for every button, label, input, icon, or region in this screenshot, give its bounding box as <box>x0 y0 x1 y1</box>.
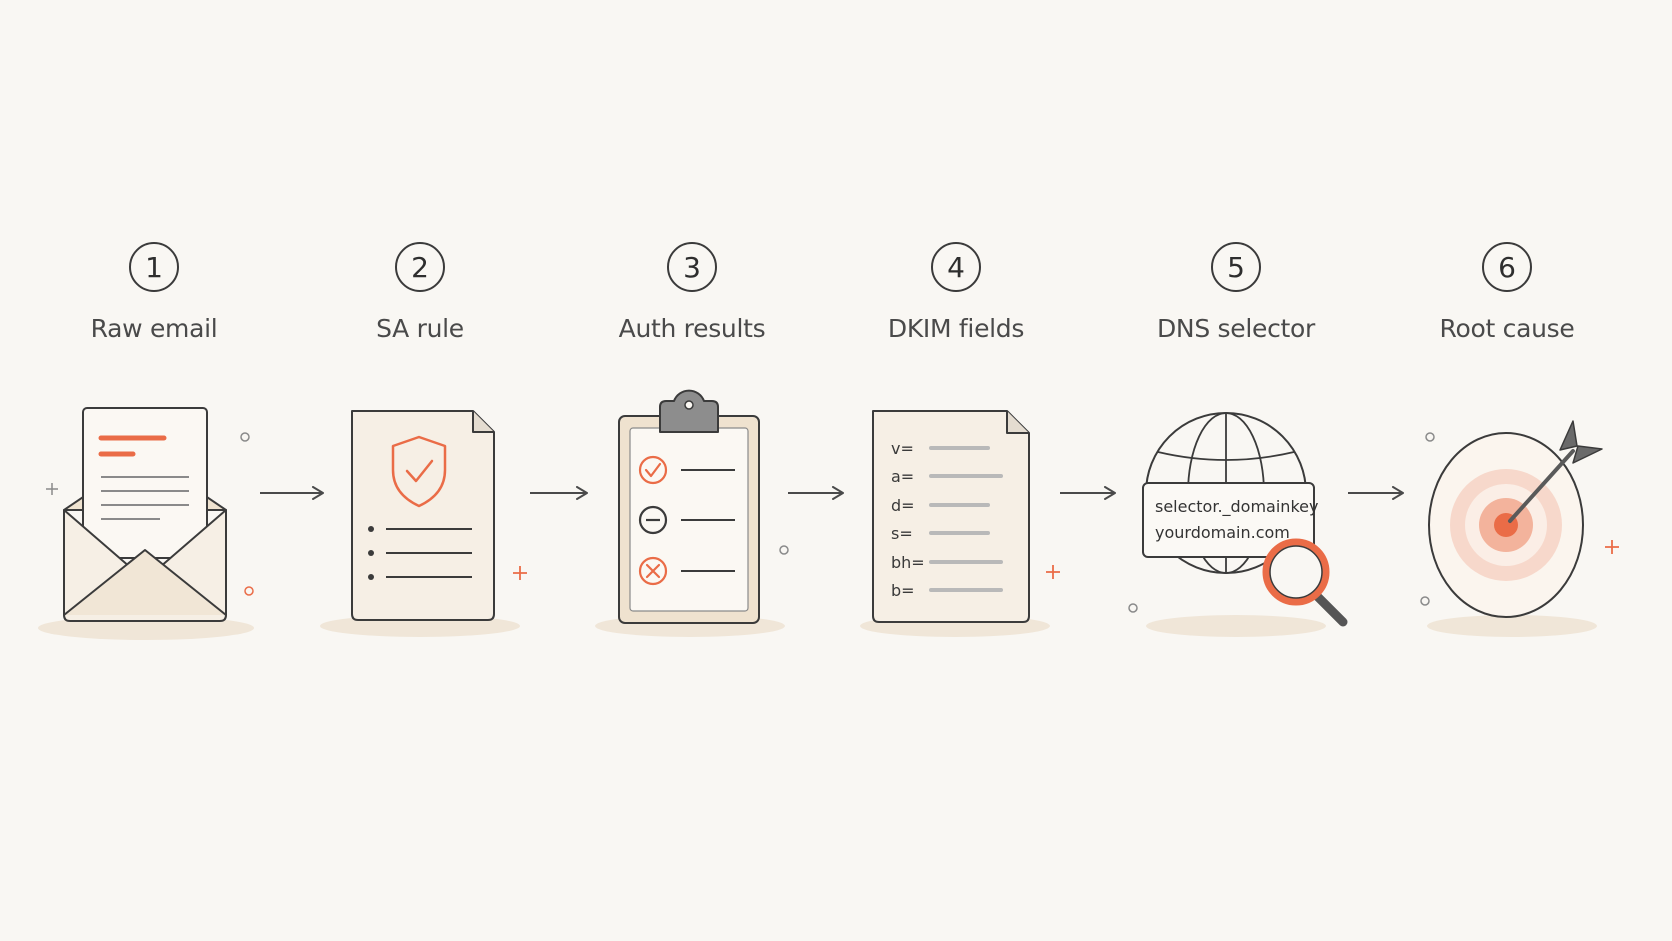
dkim-field-label: s= <box>891 524 913 543</box>
step-number: 1 <box>129 242 179 292</box>
step-1: 1 Raw email <box>34 242 274 343</box>
step-number: 2 <box>395 242 445 292</box>
step-3: 3 Auth results <box>572 242 812 343</box>
step-4: 4 DKIM fields <box>836 242 1076 343</box>
step-label: SA rule <box>376 314 464 343</box>
dkim-field-label: a= <box>891 467 914 486</box>
dkim-document-icon: v= a= d= s= bh= b= <box>872 410 1030 623</box>
dkim-field-label: d= <box>891 496 915 515</box>
step-2: 2 SA rule <box>300 242 540 343</box>
dns-record-selector: selector._domainkey <box>1155 497 1318 517</box>
step-label: Auth results <box>618 314 766 343</box>
step-number: 3 <box>667 242 717 292</box>
step-label: DNS selector <box>1156 314 1316 343</box>
ground-shadow <box>1146 615 1326 637</box>
shield-document-icon <box>351 410 495 621</box>
step-label: Raw email <box>90 314 218 343</box>
dkim-field-label: v= <box>891 439 914 458</box>
step-5: 5 DNS selector <box>1116 242 1356 343</box>
clipboard-checklist-icon <box>618 389 760 624</box>
step-label: DKIM fields <box>887 314 1025 343</box>
globe-search-icon: selector._domainkey yourdomain.com <box>1142 412 1348 627</box>
step-label: Root cause <box>1439 314 1575 343</box>
decorative-sparkles <box>46 432 1619 613</box>
target-dart-icon <box>1428 420 1603 618</box>
dkim-field-label: b= <box>891 581 915 600</box>
step-number: 4 <box>931 242 981 292</box>
step-number: 5 <box>1211 242 1261 292</box>
step-number: 6 <box>1482 242 1532 292</box>
dkim-field-label: bh= <box>891 553 925 572</box>
envelope-letter-icon <box>63 407 227 622</box>
ground-shadow <box>1427 615 1597 637</box>
step-6: 6 Root cause <box>1387 242 1627 343</box>
dns-record-domain: yourdomain.com <box>1155 523 1290 542</box>
